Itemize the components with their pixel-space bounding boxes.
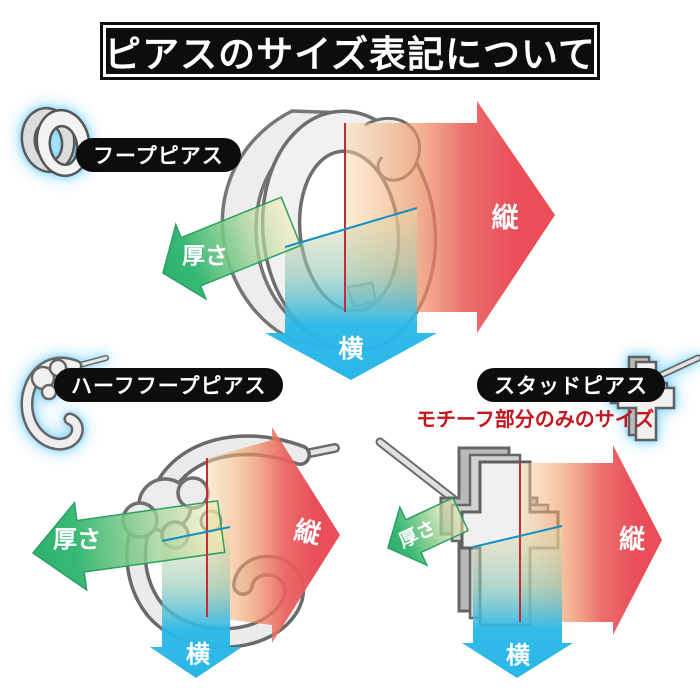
diagram-stud: 縦 横 厚さ [375,437,662,678]
page-title: ピアスのサイズ表記について [104,35,596,76]
width-arrow-label: 横 [338,336,363,364]
section-label-hoop: フープピアス [76,138,241,172]
thickness-arrow [162,196,302,301]
diagram-hoop: 縦 横 厚さ [162,101,555,380]
width-measure-line [284,207,418,248]
title-banner: ピアスのサイズ表記について [100,22,600,80]
section-label-half-hoop: ハーフフープピアス [54,368,284,402]
thickness-arrow-label: 厚さ [182,243,228,268]
thickness-arrow [31,499,226,592]
half-hoop-earring-icon [20,355,109,451]
section-label-stud-text: スタッドピアス [494,375,648,398]
width-measure-line [161,526,231,542]
height-arrow [207,427,340,643]
width-arrow [462,526,573,678]
diagram-half-hoop: 縦 横 厚さ [31,427,340,678]
height-arrow-label: 縦 [492,203,520,233]
width-arrow [150,527,242,678]
stud-size-note: モチーフ部分のみのサイズ [416,409,655,431]
section-label-half-hoop-text: ハーフフープピアス [71,375,267,398]
thickness-arrow-label: 厚さ [53,528,101,554]
width-arrow [265,208,437,380]
width-measure-line [472,525,563,548]
width-arrow-label: 横 [186,641,211,669]
section-label-hoop-text: フープピアス [93,145,224,168]
section-label-stud: スタッドピアス [477,368,665,402]
width-arrow-label: 横 [506,642,531,670]
height-arrow-label: 縦 [619,525,646,554]
thickness-arrow [387,496,470,567]
